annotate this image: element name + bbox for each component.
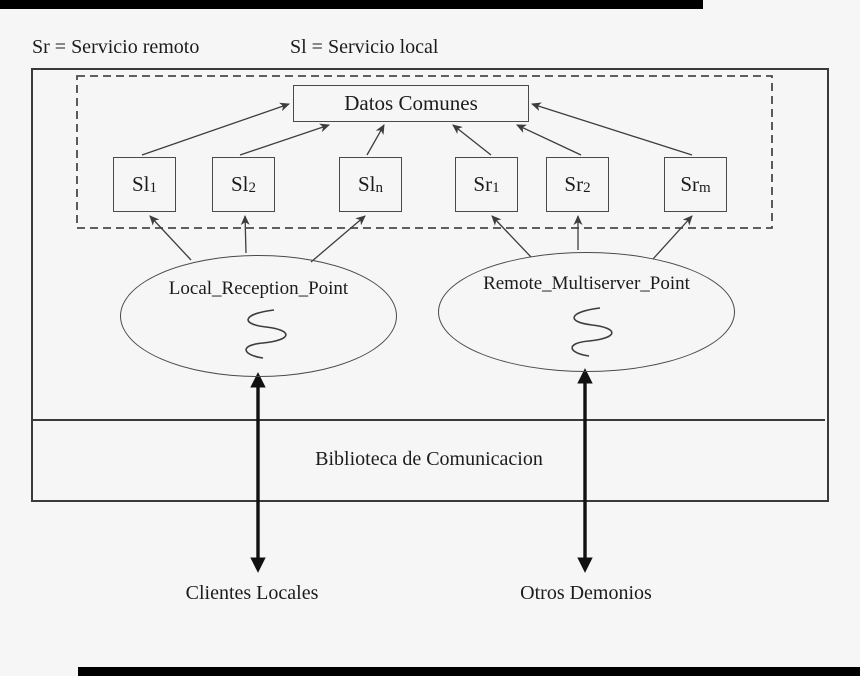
communication-library-band — [33, 419, 825, 500]
bottom-border-bar — [78, 667, 860, 676]
service-box-label: Sl — [131, 172, 150, 196]
service-box-label: Sr — [473, 172, 493, 196]
local-reception-ellipse: Local_Reception_Point — [120, 255, 397, 377]
local-reception-label: Local_Reception_Point — [168, 278, 349, 299]
service-box-label: Sl — [357, 172, 376, 196]
system-boundary — [31, 68, 829, 502]
service-box-label: Sr — [680, 172, 699, 196]
remote-multiserver-label: Remote_Multiserver_Point — [483, 273, 690, 294]
communication-library-label: Biblioteca de Comunicacion — [315, 448, 543, 470]
remote-multiserver-ellipse: Remote_Multiserver_Point — [438, 252, 735, 372]
otros-demonios-label: Otros Demonios — [520, 582, 652, 604]
legend-remote: Sr = Servicio remoto — [32, 36, 200, 58]
legend-local: Sl = Servicio local — [290, 36, 439, 58]
datos-comunes-box: Datos Comunes — [293, 85, 529, 122]
top-border-bar — [0, 0, 703, 9]
clientes-locales-label: Clientes Locales — [185, 582, 319, 604]
service-box-label: Sr — [564, 172, 584, 196]
service-box-label: Sl — [230, 172, 249, 196]
